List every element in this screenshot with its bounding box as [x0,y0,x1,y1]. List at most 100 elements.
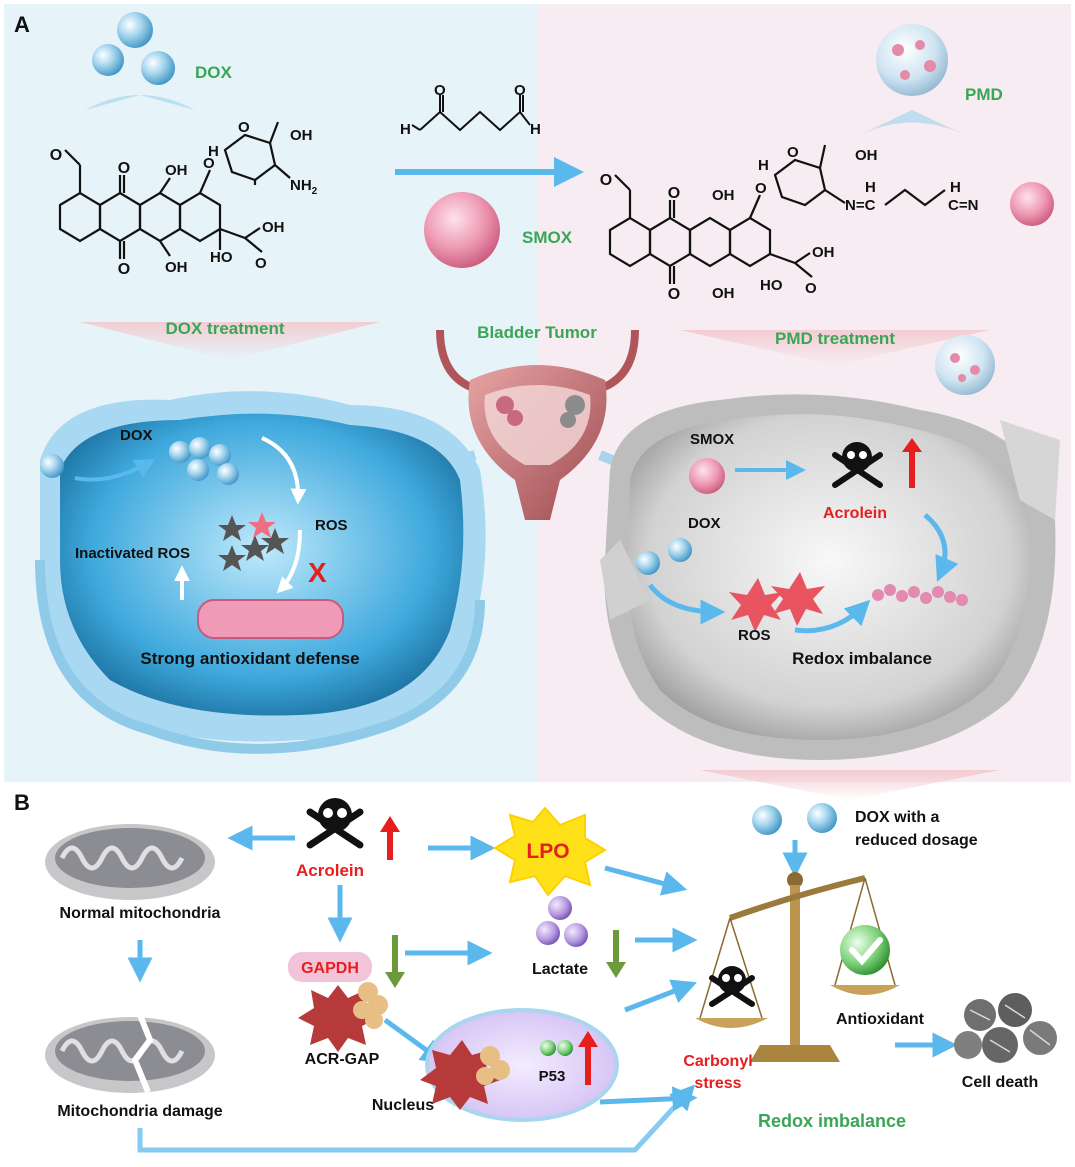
dox-structure [58,121,291,259]
dox-reduced-line1: DOX with a [855,809,940,826]
reduced-dox-sphere-1 [752,805,782,835]
bladder-illustration [436,329,639,520]
b-redox-imbalance-label: Redox imbalance [758,1111,906,1131]
dox-oh-1: OH [165,162,188,179]
right-cell-ros-label: ROS [738,627,771,644]
dox-reduced-line2: reduced dosage [855,832,978,849]
strong-antioxidant-label: Strong antioxidant defense [140,649,359,668]
panel-a-bottom-fan [700,770,1000,800]
pmd-treatment-fan [680,330,990,365]
carbonyl-line2: stress [694,1075,741,1092]
p53-label: P53 [539,1068,566,1085]
skull-crossbones-icon-a [832,442,883,488]
acrolein-to-chain-arrow [923,513,959,582]
nucleus-to-balance-arrow [599,1086,698,1112]
dox-o-methoxy: O [50,147,62,164]
lpo-burst [493,806,607,897]
ros-to-chain-arrow [794,599,871,634]
left-dox-entry-arrow [74,459,156,482]
left-curve-arrow-2 [276,529,302,594]
lactate-down-arrowhead [606,962,626,978]
pmd-o-sugar: O [787,144,799,161]
acrolein-up-arrowhead [902,438,922,452]
nucleus-protein [476,1046,510,1085]
pmd-ho: HO [760,277,783,294]
left-cell-dox-label: DOX [120,427,153,444]
pmd-o-4: O [805,280,817,297]
panel-b-label: B [14,790,30,815]
glut-h-1: H [400,121,411,138]
p53-to-balance-arrow [624,979,698,1013]
pmd-structure [608,144,946,284]
right-cell-dox-label: DOX [688,515,721,532]
skull-crossbones-icon-b [306,798,364,849]
lactate-spheres [536,896,588,947]
dox-o-sugar: O [238,119,250,136]
acr-gap-star [298,985,378,1052]
pmd-h-2: H [865,179,876,196]
right-redox-label: Redox imbalance [792,649,932,668]
left-cell [35,391,486,754]
b-acrolein-label: Acrolein [296,861,364,880]
p53-sphere-2 [557,1040,573,1056]
mito-to-balance-arrow [137,1084,696,1153]
right-dox-spheres [636,538,692,575]
dox-to-ros-arrow [647,583,726,625]
right-ros-stars [729,572,825,632]
pmd-title: PMD [965,85,1003,104]
bladder-tumor-label: Bladder Tumor [477,323,597,342]
lpo-label: LPO [526,840,569,863]
pmd-smox-sphere [1010,182,1054,226]
pmd-dots [892,40,936,80]
dox-treatment-label: DOX treatment [165,319,284,338]
pmd-sphere [876,24,948,96]
dox-title: DOX [195,63,233,82]
pmd-o-top: O [668,185,680,202]
inactivated-ros-label: Inactivated ROS [75,545,190,562]
pmd-n-eq-c: N=C [845,197,876,214]
dox-oh-2: OH [165,259,188,276]
broken-antioxidant-chain [872,584,968,606]
pmd-c-eq-n: C=N [948,197,978,214]
left-curve-arrow-1 [261,436,307,505]
b-acrolein-up-arrowhead [380,816,400,832]
skull-crossbones-icon-c [709,966,755,1007]
normal-mito-label: Normal mitochondria [60,905,221,922]
dox-h: H [208,143,219,160]
gapdh-pill [288,952,372,982]
dox-spheres [92,12,175,85]
pmd-treatment-label: PMD treatment [775,329,895,348]
glut-o-1: O [434,82,446,99]
active-ros-star [248,512,276,538]
pmd-h-3: H [950,179,961,196]
pmd-oh-2: OH [712,285,735,302]
damaged-mitochondria-icon [45,1013,215,1094]
antioxidant-check-icon [840,925,890,975]
pmd-oh-4: OH [855,147,878,164]
lpo-to-balance-arrow [604,865,688,896]
left-dox-spheres [169,437,239,485]
inactivated-ros-stars [218,515,289,571]
left-dox-outside-sphere [40,454,64,478]
right-cell [600,394,1060,760]
right-pmd-dots [950,353,980,382]
pmd-o-link: O [755,180,767,197]
p53-up-arrowhead [578,1031,598,1047]
acr-gap-protein [353,982,388,1029]
smox-title: SMOX [522,228,573,247]
dox-o-4: O [255,255,267,272]
mito-damage-label: Mitochondria damage [57,1103,222,1120]
antioxidant-chain [197,599,344,639]
pmd-o-bottom: O [668,286,680,303]
pmd-oh-3: OH [812,244,835,261]
nucleus-label: Nucleus [372,1097,434,1114]
pmd-glow [860,110,965,135]
pmd-o-methoxy: O [600,172,612,189]
normal-mitochondria-icon [45,824,215,900]
dox-o-bottom: O [118,261,130,278]
dox-oh-3: OH [262,219,285,236]
right-pmd-sphere [935,335,995,395]
acr-gap-label: ACR-GAP [305,1051,380,1068]
